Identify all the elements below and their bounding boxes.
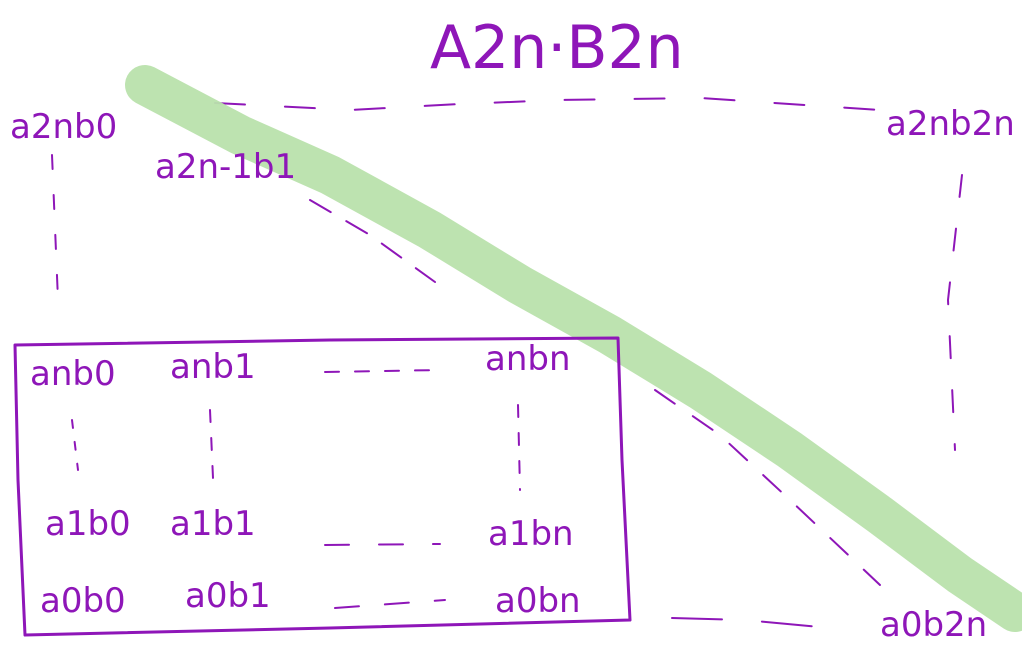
inner-matrix-box [13,336,632,637]
product-title: A2n·B2n [430,13,684,83]
second-row-label: a2n-1b1 [155,147,296,187]
inner-row3-dashes [334,599,446,609]
matrix-cell: anbn [485,339,571,379]
inner-col1-dots [71,419,79,471]
matrix-cell: a1b0 [45,504,131,544]
corner-top-left-label: a2nb0 [10,107,117,147]
inner-row1-dashes [324,369,441,373]
matrix-cell: a0b1 [185,576,271,616]
matrix-cell: a1b1 [170,504,256,544]
highlighter-diagonal-stroke [125,65,1022,632]
top-dashed-edge [214,96,881,112]
inner-col2-dots [209,409,214,479]
corner-bottom-right-label: a0b2n [880,605,987,645]
left-dashed-edge [51,154,59,301]
inner-row2-dashes [324,543,441,546]
upper-diagonal-dashed [309,199,436,283]
matrix-cell: a1bn [488,514,574,554]
corner-top-right-label: a2nb2n [886,104,1015,144]
bottom-dashed-edge [671,617,831,629]
matrix-cell: anb0 [30,354,116,394]
right-dashed-edge [946,174,963,451]
matrix-cell: a0b0 [40,581,126,621]
matrix-cell: a0bn [495,581,581,621]
matrix-cell: anb1 [170,347,256,387]
lower-diagonal-dashed [654,389,881,586]
inner-col3-dots [517,404,521,491]
